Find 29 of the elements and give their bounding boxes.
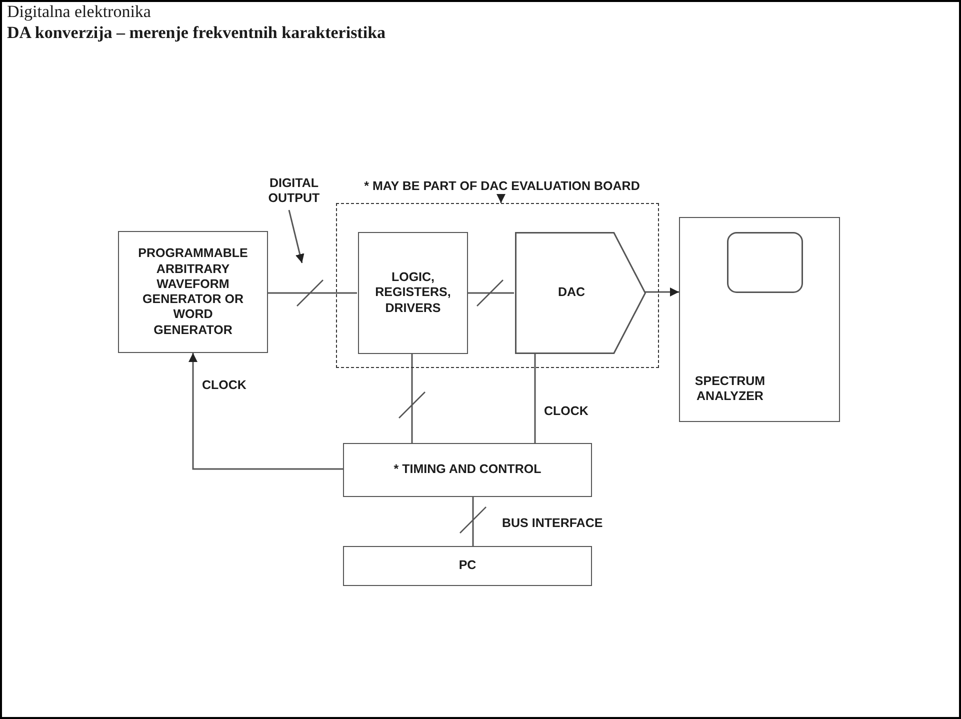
edge-label: CLOCK: [200, 378, 248, 392]
generator-box: [118, 231, 268, 353]
connector-line: [534, 353, 536, 443]
spectrum-analyzer-box: [679, 217, 840, 422]
edge-label: CLOCK: [542, 404, 590, 418]
block-label: SPECTRUM ANALYZER: [694, 374, 766, 404]
slide-title: DA konverzija – merenje frekventnih karakteristika: [7, 23, 386, 43]
connector-line: [467, 292, 514, 294]
pc-box: [343, 546, 592, 586]
connector-line: [496, 194, 506, 203]
connector-line: [645, 288, 679, 296]
dac-block: [515, 232, 646, 354]
logic-block: [358, 232, 468, 354]
block-label: * TIMING AND CONTROL: [394, 462, 542, 478]
block-label: PC: [458, 558, 476, 574]
connector-line: [411, 353, 413, 443]
course-heading: Digitalna elektronika: [7, 2, 151, 22]
dashed-boundary-box: [336, 203, 659, 368]
timing-control-box: [343, 443, 592, 497]
block-label: LOGIC, REGISTERS, DRIVERS: [374, 270, 452, 316]
connector-line: [472, 497, 474, 546]
block-label: PROGRAMMABLE ARBITRARY WAVEFORM GENERATOR OR WORD GENERATOR: [137, 246, 249, 338]
connector-line: [188, 353, 343, 470]
edge-label: BUS INTERFACE: [500, 516, 605, 530]
leader-arrow: [288, 210, 304, 264]
note-text: * MAY BE PART OF DAC EVALUATION BOARD: [364, 178, 640, 194]
connector-line: [268, 292, 357, 294]
block-label: DAC: [558, 285, 586, 301]
callout-text: DIGITAL OUTPUT: [267, 176, 321, 206]
